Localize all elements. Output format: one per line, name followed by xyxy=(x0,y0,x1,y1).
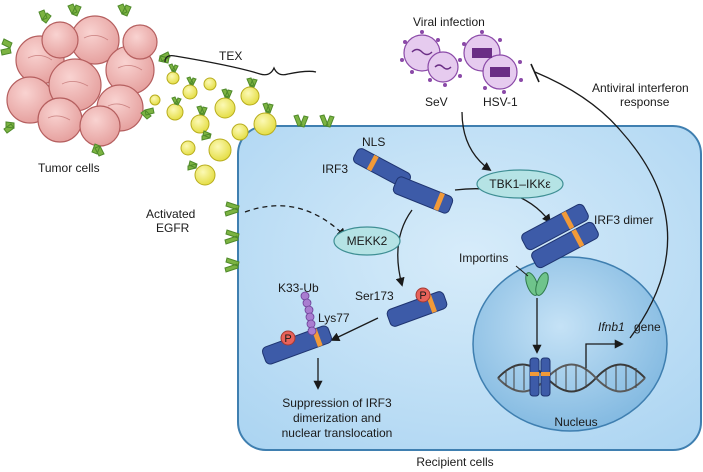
viral-infection-label: Viral infection xyxy=(413,15,485,29)
antiviral-inhibition-line xyxy=(534,71,669,339)
mekk2-oval xyxy=(333,226,401,256)
suppression-line2: dimerization and xyxy=(293,411,381,425)
tex-receptors xyxy=(168,63,274,171)
importins-pointer xyxy=(515,265,529,277)
mekk2-label: MEKK2 xyxy=(347,234,388,248)
egfr-receptors-membrane xyxy=(224,114,335,273)
nls-label: NLS xyxy=(362,135,385,149)
phospho-ser173-p: P xyxy=(419,290,426,302)
irf3-label: IRF3 xyxy=(322,162,348,176)
inhibition-bar xyxy=(530,63,540,83)
tex-bracket xyxy=(164,54,317,76)
nucleus-label: Nucleus xyxy=(554,415,597,429)
lys77-label: Lys77 xyxy=(318,311,350,325)
irf3-dimer-on-dna xyxy=(529,357,551,397)
importins-label: Importins xyxy=(459,251,508,265)
phospho-k33-p: P xyxy=(284,333,291,345)
egfr-to-mekk2-arrow xyxy=(244,205,347,238)
recipient-cells-label: Recipient cells xyxy=(416,455,493,469)
tbk1-label: TBK1–IKKε xyxy=(489,177,551,191)
tex-label: TEX xyxy=(219,49,242,63)
irf3-dimer xyxy=(521,203,599,269)
sev-label: SeV xyxy=(425,95,448,109)
egfr-label: EGFR xyxy=(156,221,190,235)
ser173-to-k33-arrow xyxy=(330,317,379,341)
ser173-label: Ser173 xyxy=(355,289,394,303)
hsv1-virus-icon xyxy=(462,30,523,94)
sev-virus-icon xyxy=(400,30,462,87)
phospho-ser173-icon xyxy=(415,287,431,303)
tumor-cells-label: Tumor cells xyxy=(38,161,100,175)
virus-to-tbk1-arrow xyxy=(461,111,492,172)
nucleus xyxy=(472,256,668,432)
k33-ubiquitin-chain xyxy=(300,291,317,336)
phospho-k33-icon xyxy=(280,330,296,346)
tbk1-ikke-oval xyxy=(476,169,564,199)
activated-label: Activated xyxy=(146,207,195,221)
dna-helix xyxy=(497,363,646,393)
irf3-active xyxy=(392,176,454,214)
antiviral-label-line2: response xyxy=(620,95,670,109)
ifnb1-label: Ifnb1 xyxy=(598,320,625,334)
suppression-line3: nuclear translocation xyxy=(282,426,393,440)
suppression-line1: Suppression of IRF3 xyxy=(282,396,392,410)
gene-label: gene xyxy=(634,320,661,334)
transcription-arrow xyxy=(585,339,624,368)
k33-ub-label: K33-Ub xyxy=(278,281,319,295)
antiviral-label-line1: Antiviral interferon xyxy=(592,81,689,95)
irf3-dimer-label: IRF3 dimer xyxy=(594,213,653,227)
importins-icon xyxy=(525,272,549,296)
hsv1-label: HSV-1 xyxy=(483,95,518,109)
tex-vesicles xyxy=(149,71,277,186)
tumor-cells-cluster xyxy=(0,3,171,157)
